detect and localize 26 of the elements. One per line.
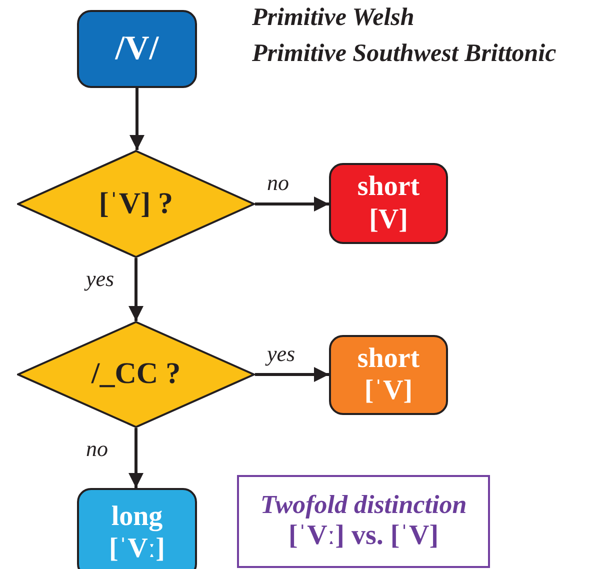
edge-label: no xyxy=(267,170,289,196)
arrow xyxy=(128,258,144,321)
edge-label: no xyxy=(86,436,108,462)
note-text: [ˈVː] vs. [ˈV] xyxy=(288,520,439,553)
process-box xyxy=(77,10,197,88)
outcome-box xyxy=(77,488,197,569)
heading-text: Primitive Southwest Brittonic xyxy=(252,40,556,68)
decision-diamond xyxy=(17,321,255,428)
arrow xyxy=(255,367,329,382)
heading-text: Primitive Welsh xyxy=(252,4,414,32)
node-label: [ˈV] ? xyxy=(98,186,174,222)
outcome-box xyxy=(329,163,448,244)
outcome-box xyxy=(329,335,448,415)
node-label: long [ˈVː] xyxy=(108,500,166,566)
node-label: short [ˈV] xyxy=(356,342,421,408)
decision-diamond xyxy=(17,150,255,258)
arrow xyxy=(130,88,144,150)
edge-label: yes xyxy=(86,266,114,292)
node-label: /V/ xyxy=(115,29,159,69)
arrow xyxy=(255,196,329,212)
edge-label: yes xyxy=(267,340,296,366)
node-label: short [V] xyxy=(356,171,421,236)
node-label: /_CC ? xyxy=(91,357,181,392)
arrow xyxy=(128,428,144,488)
note-box xyxy=(237,475,490,568)
note-heading: Twofold distinction xyxy=(260,490,467,520)
